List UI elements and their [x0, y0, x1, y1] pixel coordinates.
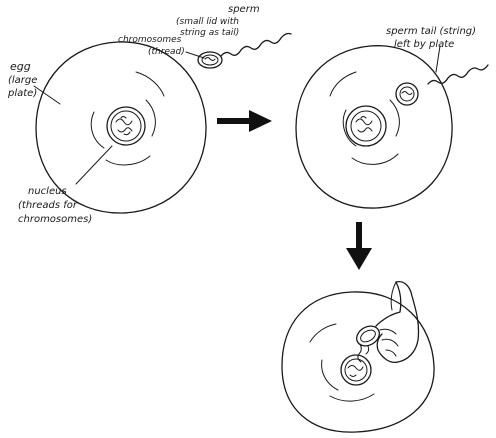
egg-swirl-7	[351, 153, 399, 165]
nucleus-2	[345, 105, 387, 147]
egg-swirl-5	[342, 109, 357, 147]
egg-plate-outline-3	[281, 291, 435, 433]
chromosomes-label-line-1: chromosomes	[118, 35, 182, 45]
hand-outline	[375, 280, 420, 364]
egg-fertilized	[281, 291, 435, 433]
falling-chromosomes	[357, 343, 370, 363]
sperm-tail-left-outside	[427, 64, 489, 85]
egg-label-line-2: (large	[8, 75, 37, 86]
arrow-down	[346, 222, 372, 270]
sperm-lid-at-egg	[395, 82, 419, 106]
egg-swirl-9	[321, 359, 339, 391]
egg-plate-outline	[35, 41, 207, 214]
egg-swirl-11	[309, 323, 337, 343]
egg-swirl-2	[145, 99, 156, 137]
arrow-right	[217, 110, 272, 132]
egg-plate-outline-2	[295, 45, 453, 209]
chromosome-threads	[115, 116, 133, 136]
nucleus-3	[340, 354, 372, 386]
tail-label-line-1: sperm tail (string)	[386, 26, 476, 37]
sperm-lid-held	[356, 325, 380, 347]
egg-label-pointer	[33, 85, 61, 105]
nucleus-label-line-1: nucleus	[28, 186, 67, 197]
chromosomes-label-line-2: (thread)	[148, 47, 185, 57]
egg-label-line-3: plate)	[7, 88, 37, 99]
egg-swirl-3	[105, 155, 151, 166]
sperm-label: sperm	[228, 4, 260, 15]
egg-sperm-attached	[295, 45, 489, 209]
egg-label-line-1: egg	[10, 60, 31, 73]
sperm-desc-line-2: string as tail)	[180, 28, 239, 38]
hand-fingers	[379, 328, 399, 357]
chromosomes-label-pointer	[185, 51, 205, 59]
hand-holding-lid	[356, 280, 420, 364]
sperm-approaching	[185, 32, 292, 69]
egg-swirl-1	[90, 111, 105, 149]
nucleus-label-line-2: (threads for	[18, 200, 78, 211]
sperm-tail-string	[220, 32, 292, 57]
egg-before-fertilization	[33, 41, 207, 214]
tail-label-pointer	[435, 45, 441, 73]
egg-swirl-4	[135, 71, 165, 97]
nucleus-label-line-3: chromosomes)	[18, 214, 92, 225]
tail-label-line-2: left by plate	[394, 39, 454, 50]
sperm-desc-line-1: (small lid with	[176, 17, 239, 27]
egg-swirl-10	[329, 393, 375, 402]
nucleus	[106, 106, 146, 146]
nucleus-label-pointer	[75, 145, 113, 185]
sperm-head-lid	[197, 51, 223, 69]
egg-swirl-8	[329, 71, 357, 97]
hand-thumb	[390, 281, 397, 311]
egg-swirl-6	[389, 99, 400, 137]
